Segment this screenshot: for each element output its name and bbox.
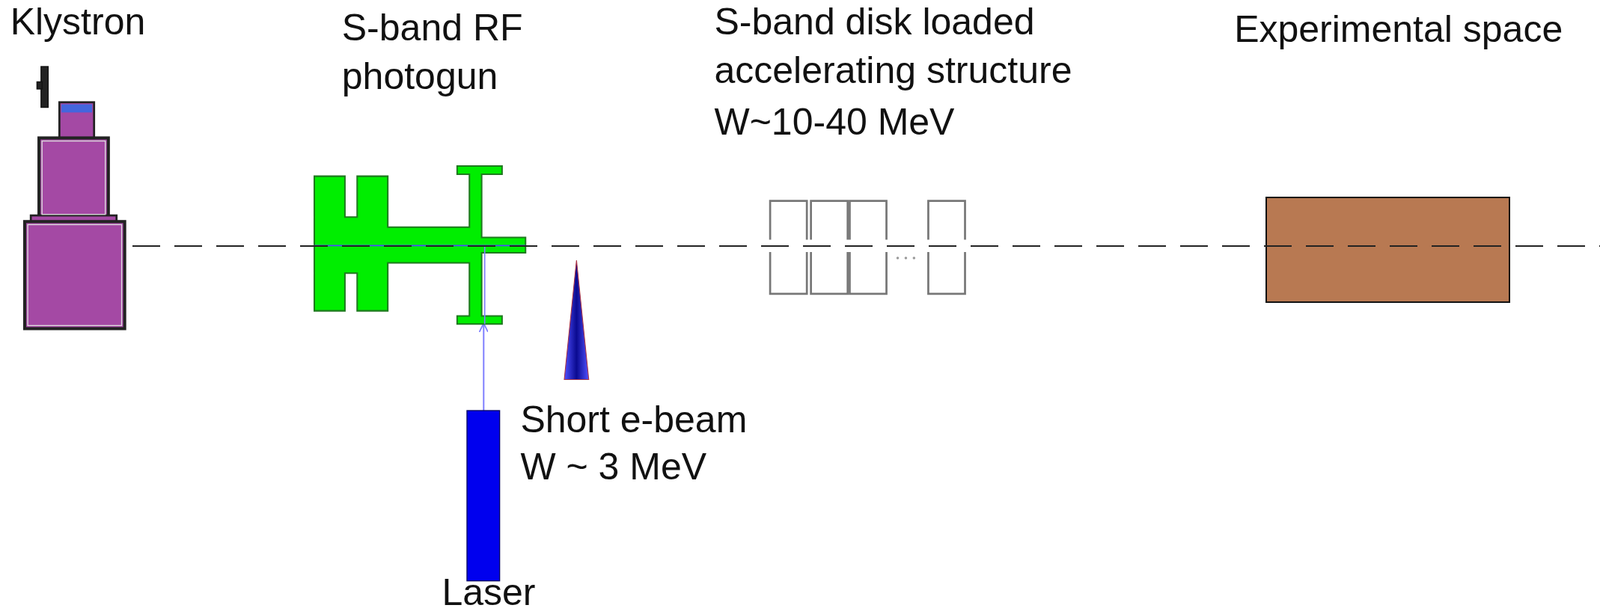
rf-photogun-label: S-band RF photogun <box>342 3 598 102</box>
cell-wall <box>811 252 848 295</box>
klystron-cap <box>59 101 94 138</box>
klystron-highlight <box>27 224 122 326</box>
klystron-drawing <box>24 66 125 329</box>
bunch-shape <box>564 260 589 381</box>
photogun-body <box>314 166 526 325</box>
klystron-label: Klystron <box>10 0 146 47</box>
cell-wall <box>811 201 848 241</box>
electron-bunch-label: W ~ 3 MeV <box>520 443 707 492</box>
klystron-body <box>38 137 109 218</box>
ellipsis-dot <box>896 256 900 260</box>
klystron-highlight <box>41 140 106 215</box>
accelerating-structure: S-band disk loaded accelerating structur… <box>767 199 970 297</box>
cell-wall <box>928 201 966 241</box>
accelerating-structure-label: S-band disk loaded accelerating structur… <box>713 0 1134 96</box>
klystron: Klystron <box>24 66 125 329</box>
cell-wall <box>770 201 807 241</box>
experimental-space: Experimental space <box>1265 196 1511 304</box>
beam-axis <box>132 245 1600 247</box>
klystron-handle <box>36 81 42 90</box>
rf-photogun-drawing <box>314 166 526 325</box>
laser-drawing <box>466 410 500 582</box>
laser-path <box>484 246 486 325</box>
accelerating-structure-label: W~10-40 MeV <box>713 98 955 147</box>
electron-bunch-label: Short e-beam <box>520 395 747 445</box>
beam-line <box>314 245 526 247</box>
laser-label: Laser <box>441 571 536 614</box>
rf-photogun: S-band RF photogun <box>314 166 526 325</box>
laser-beam-arrow <box>482 324 485 412</box>
cell-wall <box>770 252 807 295</box>
laser-body <box>466 411 500 583</box>
cell-wall <box>850 252 887 295</box>
accelerating-structure-drawing <box>767 199 970 297</box>
klystron-window <box>61 104 93 113</box>
ellipsis-dot <box>904 256 908 260</box>
experimental-space-label: Experimental space <box>1234 5 1563 54</box>
klystron-base <box>24 221 125 329</box>
cell-wall <box>850 201 887 241</box>
ellipsis-dot <box>913 256 916 260</box>
cell-wall <box>928 252 966 295</box>
electron-bunch: Short e-beamW ~ 3 MeV <box>564 260 589 381</box>
electron-bunch-drawing <box>564 260 589 381</box>
laser: Laser <box>466 410 500 582</box>
